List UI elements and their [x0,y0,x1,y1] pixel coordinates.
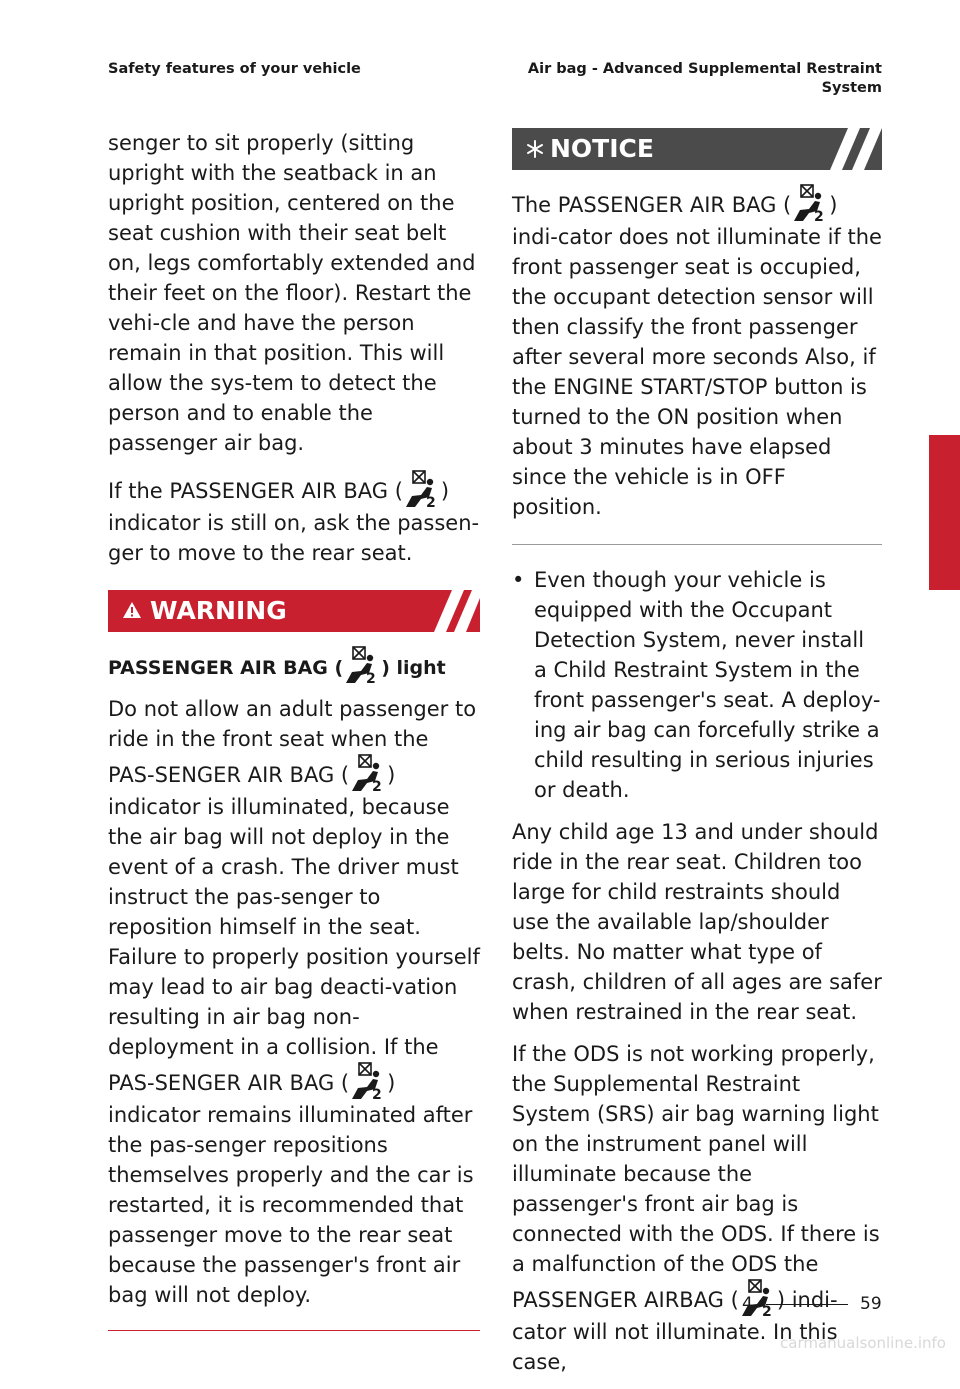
chapter-tab [929,435,960,590]
watermark: carmanualsonline.info [780,1334,946,1352]
list-item: • Even though your vehicle is equipped w… [512,565,882,805]
notice-end-rule [512,544,882,545]
passenger-airbag-off-icon [349,1062,387,1100]
asterisk-icon [527,140,543,158]
right-column: NOTICE The PASSENGER AIR BAG () indi-cat… [512,128,882,1389]
warning-heading-pre: PASSENGER AIR BAG ( [108,657,344,679]
intro-paragraph: senger to sit properly (sitting upright … [108,131,476,455]
page-number: 59 [860,1294,882,1314]
bullet-marker: • [512,568,525,592]
notice-text-post: ) indi-cator does not illuminate if the … [512,193,882,519]
running-header-left: Safety features of your vehicle [108,61,361,77]
ods-text-pre: If the ODS is not working properly, the … [512,1042,880,1312]
passenger-airbag-off-icon [791,184,829,222]
warning-text-b: ) indicator is illuminated, because the … [108,763,480,1095]
banner-stripes-decoration [434,590,480,632]
banner-stripes-decoration [830,128,882,170]
indicator-paragraph: If the PASSENGER AIR BAG () indicator is… [108,470,480,568]
warning-text-a: Do not allow an adult passenger to ride … [108,697,477,787]
warning-heading-post: ) light [381,657,446,679]
left-column: senger to sit properly (sitting upright … [108,128,480,1331]
passenger-airbag-off-icon [343,646,381,684]
warning-body: Do not allow an adult passenger to ride … [108,694,480,1310]
ods-paragraph: If the ODS is not working properly, the … [512,1039,882,1377]
running-header-right: Air bag - Advanced Supplemental Restrain… [528,60,882,98]
warning-banner: WARNING [108,590,480,632]
notice-banner: NOTICE [512,128,882,170]
footer-chapter-number: 4 [742,1294,753,1314]
notice-title: NOTICE [550,134,654,163]
passenger-airbag-off-icon [349,754,387,792]
notice-body: The PASSENGER AIR BAG () indi-cator does… [512,184,882,522]
indicator-text-post: ) indicator is still on, ask the passen-… [108,479,480,565]
warning-text-c: ) indicator remains illuminated after th… [108,1071,474,1307]
notice-text-pre: The PASSENGER AIR BAG ( [512,193,792,217]
indicator-text-pre: If the PASSENGER AIR BAG ( [108,479,403,503]
warning-triangle-icon [123,602,141,618]
child-seat-paragraph: Any child age 13 and under should ride i… [512,820,882,1024]
warning-heading: PASSENGER AIR BAG ( ) light [108,646,480,684]
bullet-text: Even though your vehicle is equipped wit… [534,568,881,802]
chapter-tab-number: 4 [934,500,948,524]
warning-title: WARNING [150,596,287,625]
running-header-right-line2: System [821,80,882,96]
warning-end-rule [108,1330,480,1331]
running-header-right-line1: Air bag - Advanced Supplemental Restrain… [527,61,882,77]
footer-divider [766,1304,848,1305]
passenger-airbag-off-icon [403,470,441,508]
